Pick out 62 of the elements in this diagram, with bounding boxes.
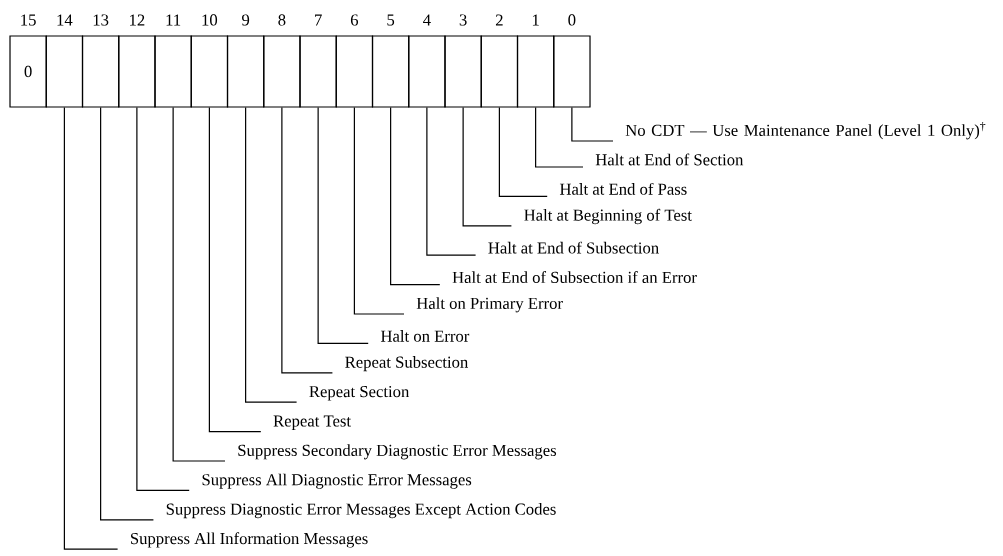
register-cell [371,35,410,108]
register-cell [190,35,229,108]
leader-line [281,107,333,374]
bit-number: 0 [568,14,576,26]
register-cell [516,35,555,108]
leader-line [317,107,369,344]
leader-line [245,107,298,403]
leader-line [498,107,548,197]
field-label: Suppress Secondary Diagnostic Error Messages [238,444,557,460]
bit-number: 11 [166,14,181,26]
bit-number: 14 [57,14,73,26]
register-cell [335,35,374,108]
register-cell [45,35,84,108]
register-cell [154,35,192,108]
leader-line [462,107,512,227]
field-label: Halt at Beginning of Test [524,208,692,225]
field-label: Repeat Test [273,415,351,430]
field-label: Halt at End of Subsection if an Error [452,271,697,283]
bit-number: 5 [387,14,395,26]
bit-number: 10 [202,14,218,26]
field-label: Halt at End of Subsection [488,241,659,254]
leader-line [390,107,441,286]
register-cell [118,35,156,108]
field-label: Repeat Section [309,386,410,401]
register-cell [553,35,591,108]
bit-number: 13 [93,14,109,26]
field-label: Repeat Subsection [345,356,468,372]
leader-line [63,107,119,550]
field-label: Suppress All Information Messages [131,532,368,548]
field-label: Halt at End of Pass [559,182,687,195]
leader-line [172,107,226,462]
register-cell [444,35,482,108]
bit-number: 7 [315,14,322,26]
bit-number: 3 [459,14,467,26]
bit-number: 6 [350,14,359,26]
leader-line [571,107,614,142]
bit-number: 1 [532,14,539,26]
register-cell [226,35,265,108]
register-cell [299,35,337,108]
field-label: Suppress All Diagnostic Error Messages [202,473,472,489]
register-cell [408,35,446,108]
bit-number: 2 [495,14,503,26]
bit-number: 12 [130,14,145,26]
register-cell [81,35,120,108]
leader-line [353,107,405,315]
bit-number: 8 [278,14,286,26]
bit-number: 15 [21,14,36,26]
register-cell: 0 [9,35,47,108]
leader-line [535,107,584,168]
field-label: Halt on Error [380,330,470,342]
leader-line [100,107,154,521]
bit-number: 9 [242,14,250,26]
leader-line [426,107,477,256]
leader-line [136,107,190,491]
field-label: No CDT — Use Maintenance Panel (Level 1 Only)$^{†}$ [625,121,986,140]
bit-number: 4 [423,14,431,26]
register-cell [263,35,301,108]
field-label: Halt at End of Section [595,153,744,166]
field-label: Suppress Diagnostic Error Messages Except Action Codes [166,503,556,519]
field-label: Halt on Primary Error [416,297,563,313]
leader-line [208,107,262,433]
register-cell [480,35,519,108]
